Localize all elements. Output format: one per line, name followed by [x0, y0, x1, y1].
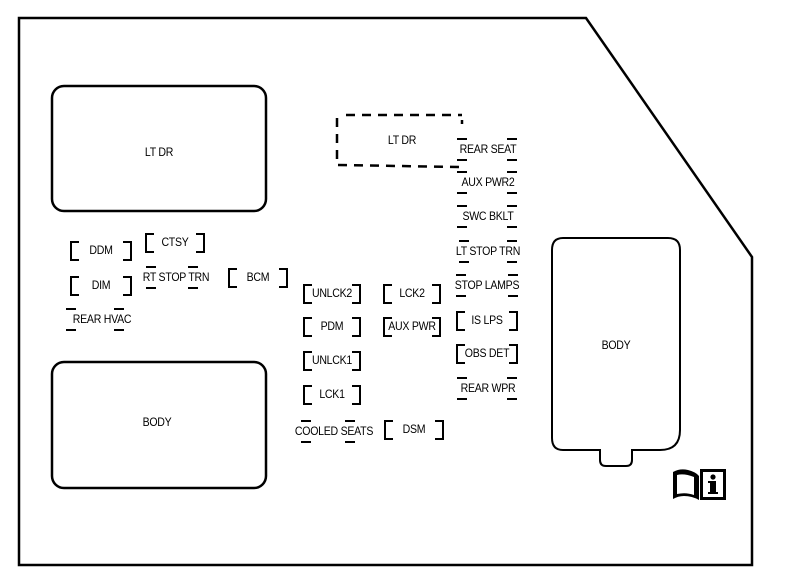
relay-label-body-right: BODY — [601, 338, 631, 352]
fuse-ddm[interactable]: DDM — [70, 241, 132, 261]
relay-label-body-left: BODY — [142, 415, 172, 429]
fuse-label: STOP LAMPS — [454, 278, 520, 292]
fuse-label: LT STOP TRN — [455, 244, 521, 258]
fuse-label: UNLCK1 — [311, 353, 353, 367]
relay-block-lt-dr — [50, 84, 268, 213]
fuse-bcm[interactable]: BCM — [228, 268, 288, 288]
fuse-label: DSM — [402, 422, 426, 436]
fuse-lck1[interactable]: LCK1 — [303, 385, 361, 405]
fuse-label: PDM — [320, 319, 344, 333]
fuse-label: IS LPS — [471, 313, 503, 327]
fuse-ctsy[interactable]: CTSY — [145, 233, 205, 253]
fuse-label: BCM — [246, 270, 270, 284]
fuse-aux-pwr2[interactable]: AUX PWR2 — [455, 171, 521, 194]
relay-block-lt-dr-dashed — [335, 113, 464, 169]
fuse-label: REAR HVAC — [72, 312, 132, 326]
fuse-dsm[interactable]: DSM — [384, 420, 444, 440]
fuse-stop-lamps[interactable]: STOP LAMPS — [450, 274, 524, 297]
relay-label-lt-dr-dashed: LT DR — [387, 133, 417, 147]
fuse-block-outline — [17, 16, 754, 567]
fuse-label: AUX PWR — [388, 319, 436, 333]
fuse-label: DIM — [91, 278, 111, 292]
fuse-label: COOLED SEATS — [294, 424, 374, 438]
fuse-label: UNLCK2 — [311, 286, 353, 300]
fuse-label: OBS DET — [464, 346, 510, 360]
fuse-lt-stop-trn[interactable]: LT STOP TRN — [451, 240, 525, 263]
fuse-label: LCK1 — [319, 387, 345, 401]
fuse-label: AUX PWR2 — [461, 175, 515, 189]
fuse-rear-wpr[interactable]: REAR WPR — [455, 377, 521, 400]
fuse-dim[interactable]: DIM — [70, 276, 132, 296]
fuse-unlck2[interactable]: UNLCK2 — [303, 284, 361, 304]
relay-block-body-left — [50, 360, 268, 490]
fuse-swc-bklt[interactable]: SWC BKLT — [455, 205, 521, 228]
fuse-lck2[interactable]: LCK2 — [383, 284, 441, 304]
fuse-aux-pwr[interactable]: AUX PWR — [383, 317, 441, 337]
fuse-label: REAR SEAT — [459, 142, 517, 156]
owner-manual-info-icon — [672, 466, 726, 502]
fuse-rear-hvac[interactable]: REAR HVAC — [64, 308, 140, 331]
fuse-pdm[interactable]: PDM — [303, 317, 361, 337]
relay-label-lt-dr: LT DR — [144, 145, 174, 159]
fuse-unlck1[interactable]: UNLCK1 — [303, 351, 361, 371]
fuse-label: CTSY — [161, 235, 189, 249]
fuse-label: SWC BKLT — [462, 209, 514, 223]
fuse-label: DDM — [89, 243, 113, 257]
fuse-rear-seat[interactable]: REAR SEAT — [455, 138, 521, 161]
fuse-label: LCK2 — [399, 286, 425, 300]
fuse-label: REAR WPR — [460, 381, 516, 395]
fuse-obs-det[interactable]: OBS DET — [456, 344, 518, 364]
relay-block-body-right — [551, 237, 681, 467]
fuse-label: RT STOP TRN — [142, 270, 210, 284]
fuse-cooled-seats[interactable]: COOLED SEATS — [289, 420, 379, 443]
fuse-rt-stop-trn[interactable]: RT STOP TRN — [138, 266, 214, 289]
fuse-is-lps[interactable]: IS LPS — [456, 311, 518, 331]
